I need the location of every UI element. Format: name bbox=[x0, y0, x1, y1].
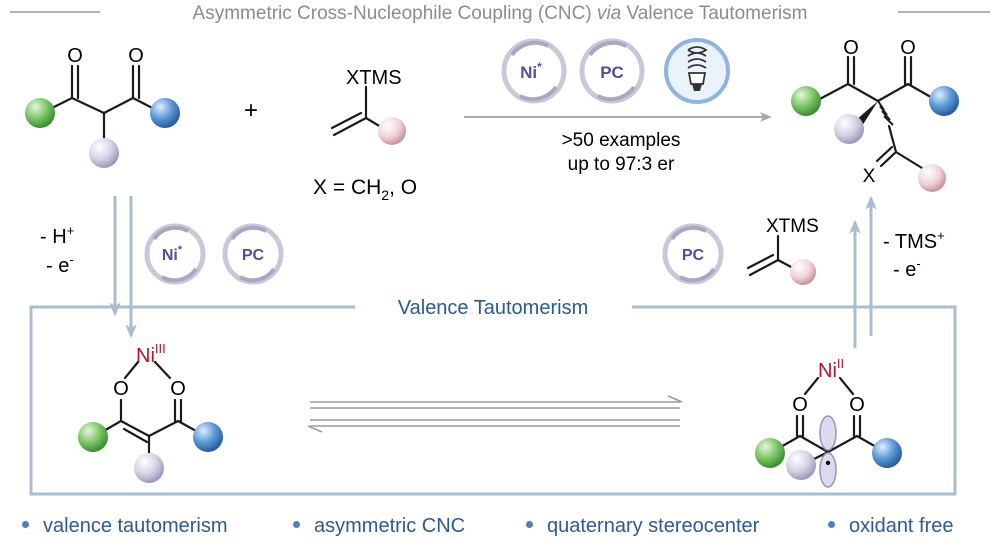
svg-text:O: O bbox=[792, 394, 808, 416]
svg-text:PC: PC bbox=[682, 247, 705, 264]
blue-substituent bbox=[929, 86, 959, 116]
lavender-substituent bbox=[786, 450, 816, 480]
svg-text:O: O bbox=[170, 378, 186, 400]
cycle-frame bbox=[29, 305, 957, 496]
scheme-title: Asymmetric Cross-Nucleophile Coupling (C… bbox=[193, 3, 808, 24]
vinyl-xtms-reagent: XTMS X = CH2, O bbox=[313, 67, 417, 203]
quaternary-product: O O X bbox=[791, 37, 959, 192]
svg-text:NiIII: NiIII bbox=[136, 341, 166, 367]
feature-valence-tautomerism: valence tautomerism bbox=[22, 515, 228, 538]
blue-substituent bbox=[872, 438, 902, 468]
bullet-dot-icon bbox=[526, 521, 533, 529]
plus-sign: + bbox=[244, 97, 258, 124]
feature-asymmetric-cnc: asymmetric CNC bbox=[293, 515, 465, 538]
dicarbonyl-substrate: O O bbox=[25, 45, 180, 168]
right-step-line2: - e- bbox=[893, 256, 921, 281]
svg-text:O: O bbox=[128, 45, 144, 67]
ni-catalyst-mid: Ni* bbox=[144, 223, 206, 285]
pc-catalyst-mid: PC bbox=[222, 223, 284, 285]
feature-quaternary-stereocenter: quaternary stereocenter bbox=[526, 515, 759, 538]
green-substituent bbox=[25, 98, 55, 128]
reaction-scheme: Asymmetric Cross-Nucleophile Coupling (C… bbox=[10, 3, 990, 496]
ni-iii-complex: NiIII O O bbox=[78, 341, 223, 483]
ni-catalyst-top: Ni* bbox=[501, 38, 567, 104]
conditions-line2: up to 97:3 er bbox=[568, 154, 675, 175]
svg-text:XTMS: XTMS bbox=[766, 216, 819, 237]
pc-catalyst-top: PC bbox=[579, 38, 645, 104]
light-bulb-icon bbox=[664, 38, 730, 104]
green-substituent bbox=[78, 422, 108, 452]
svg-text:O: O bbox=[113, 378, 129, 400]
blue-substituent bbox=[150, 98, 180, 128]
lavender-substituent bbox=[89, 138, 119, 168]
x-definition: X = CH2, O bbox=[313, 176, 417, 203]
bullet-dot-icon bbox=[293, 521, 300, 529]
pink-substituent bbox=[918, 164, 946, 192]
feature-oxidant-free: oxidant free bbox=[828, 515, 954, 538]
svg-text:X: X bbox=[863, 166, 876, 187]
blue-substituent bbox=[193, 422, 223, 452]
svg-text:Ni*: Ni* bbox=[520, 60, 542, 82]
svg-text:O: O bbox=[67, 45, 83, 67]
svg-text:O: O bbox=[849, 394, 865, 416]
svg-text:Ni*: Ni* bbox=[162, 244, 183, 264]
svg-text:•: • bbox=[825, 455, 831, 472]
equilibrium-arrows bbox=[307, 395, 683, 433]
p-orbital-bottom bbox=[819, 452, 837, 488]
green-substituent bbox=[755, 438, 785, 468]
right-step-line1: - TMS+ bbox=[883, 228, 945, 253]
svg-text:PC: PC bbox=[242, 247, 265, 264]
p-orbital-top bbox=[819, 415, 837, 451]
lavender-substituent bbox=[834, 114, 864, 144]
pc-catalyst-right: PC bbox=[662, 223, 724, 285]
conditions-line1: >50 examples bbox=[562, 130, 681, 151]
pink-substituent bbox=[790, 259, 816, 285]
feature-list: valence tautomerism asymmetric CNC quate… bbox=[0, 513, 996, 542]
green-substituent bbox=[791, 86, 821, 116]
bullet-dot-icon bbox=[22, 521, 29, 529]
svg-text:O: O bbox=[843, 37, 859, 59]
vinyl-xtms-reagent-small: XTMS bbox=[746, 216, 819, 285]
ni-ii-radical-complex: NiII O O • bbox=[755, 356, 902, 488]
left-step-line2: - e- bbox=[46, 252, 74, 277]
svg-text:NiII: NiII bbox=[818, 356, 844, 382]
pink-substituent bbox=[378, 117, 406, 145]
bullet-dot-icon bbox=[828, 521, 835, 529]
left-step-line1: - H+ bbox=[40, 223, 74, 248]
svg-text:O: O bbox=[900, 37, 916, 59]
valence-tautomerism-label: Valence Tautomerism bbox=[398, 297, 588, 319]
svg-text:PC: PC bbox=[600, 63, 624, 82]
svg-text:XTMS: XTMS bbox=[346, 67, 402, 89]
lavender-substituent bbox=[134, 453, 164, 483]
